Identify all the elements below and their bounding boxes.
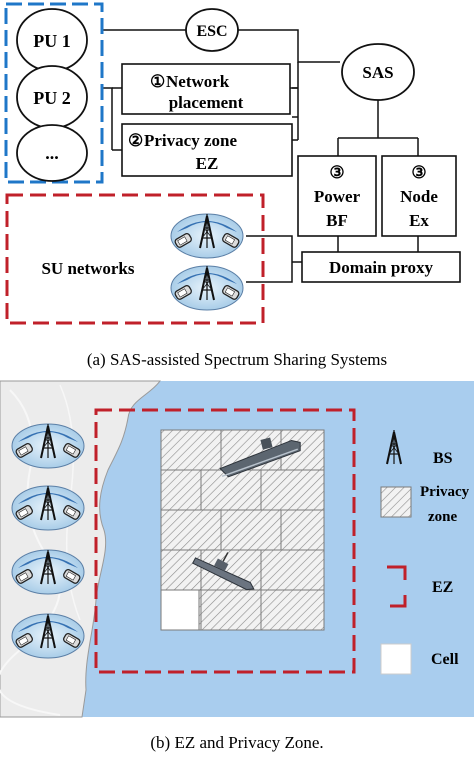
legend-privacy-zone-line2: zone [428, 509, 458, 525]
sas-label: SAS [362, 63, 393, 82]
pu2-label: PU 2 [33, 88, 71, 108]
node-ex-line1: Node [400, 187, 438, 206]
privacy-zone-legend-swatch [380, 486, 412, 518]
network-placement-line2: placement [169, 93, 244, 112]
su-networks-label: SU networks [41, 259, 134, 278]
privacy-zone-box [121, 123, 293, 177]
cell-legend-swatch [380, 643, 412, 675]
connector-lines [102, 29, 419, 283]
legend-bs-label: BS [433, 450, 453, 467]
privacy-zone-num: ② [128, 131, 143, 150]
network-placement-box [121, 63, 291, 115]
pu1-label: PU 1 [33, 31, 71, 51]
figure-a: PU 1 PU 2 ... ESC SAS ① Network placemen… [4, 2, 461, 369]
caption-b: (b) EZ and Privacy Zone. [150, 733, 323, 752]
esc-label: ESC [196, 23, 227, 40]
privacy-zone-line1: Privacy zone [144, 131, 237, 150]
pu-more-node [16, 124, 88, 182]
privacy-zone-line2: EZ [196, 154, 219, 173]
node-ex-num: ③ [411, 163, 426, 182]
caption-a: (a) SAS-assisted Spectrum Sharing System… [87, 350, 387, 369]
network-placement-num: ① [150, 72, 165, 91]
bs-cell-network-1 [12, 424, 84, 468]
bs-cell-network-2 [12, 486, 84, 530]
warship-icon [192, 552, 255, 591]
power-bf-line1: Power [314, 187, 361, 206]
domain-proxy-box [301, 251, 461, 283]
node-ex-line2: Ex [409, 211, 429, 230]
su-networks-box [5, 193, 265, 325]
node-ex-box [381, 155, 457, 237]
network-placement-line1: Network [166, 72, 230, 91]
esc-node [185, 8, 239, 52]
figure-b: BS Privacy zone EZ Cell (b) EZ and Priva… [0, 380, 474, 752]
legend-privacy-zone-line1: Privacy [420, 484, 470, 500]
su-cell-network-1 [171, 214, 243, 258]
pu-more-label: ... [45, 143, 59, 163]
legend-ez-label: EZ [432, 579, 453, 596]
power-bf-box [297, 155, 377, 237]
ez-legend-icon [387, 565, 407, 608]
legend-cell-label: Cell [431, 651, 459, 668]
bs-cell-network-3 [12, 550, 84, 594]
power-bf-line2: BF [326, 211, 348, 230]
pu-group-box [4, 2, 104, 184]
legend: BS Privacy zone EZ Cell [380, 429, 470, 675]
domain-proxy-label: Domain proxy [329, 258, 434, 277]
su-cell-network-2 [171, 266, 243, 310]
bs-cell-network-4 [12, 614, 84, 658]
aircraft-carrier-icon [219, 437, 301, 478]
sas-node [341, 43, 415, 101]
power-bf-num: ③ [329, 163, 344, 182]
ez-box [94, 408, 356, 674]
cell-white [160, 589, 200, 631]
